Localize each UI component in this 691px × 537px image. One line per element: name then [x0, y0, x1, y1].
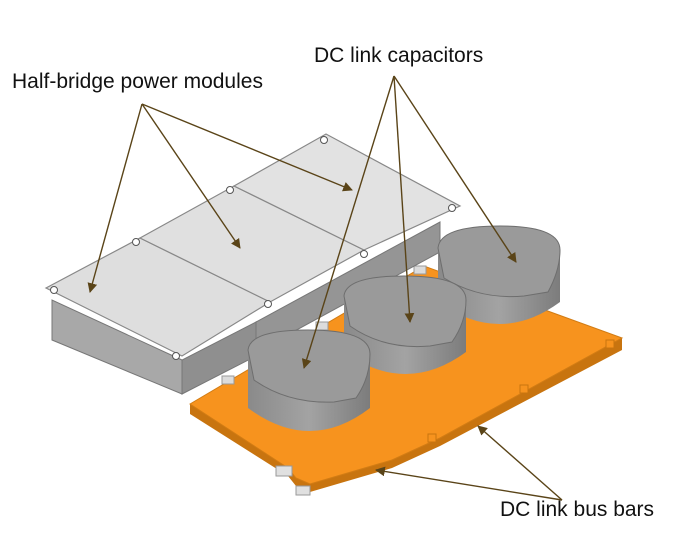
bus-bar-tab — [427, 433, 437, 443]
leader-line — [87, 103, 143, 293]
capacitor-1 — [437, 225, 561, 324]
bus-bar-terminal — [275, 465, 293, 477]
bus-bar-slot — [221, 375, 235, 385]
label-capacitors: DC link capacitors — [314, 44, 484, 67]
label-power-modules: Half-bridge power modules — [12, 70, 263, 93]
bus-bar-slot — [413, 265, 427, 275]
mount-hole — [132, 238, 140, 246]
mount-hole — [264, 300, 272, 308]
leader-lines — [87, 75, 563, 501]
label-bus-bars: DC link bus bars — [500, 498, 655, 521]
mount-hole — [50, 286, 58, 294]
bus-bar-tab — [519, 384, 529, 394]
capacitor-top — [343, 275, 467, 348]
bus-bar-tab — [605, 339, 615, 349]
leader-line — [141, 103, 241, 249]
mount-hole — [320, 136, 328, 144]
capacitor-3 — [247, 329, 371, 431]
leader-line — [141, 103, 353, 192]
mount-hole — [360, 250, 368, 258]
leader-line — [477, 425, 563, 501]
leader-line — [393, 75, 517, 263]
leader-line — [301, 75, 395, 369]
mount-hole — [172, 352, 180, 360]
leader-line — [393, 75, 415, 323]
leader-line — [375, 466, 563, 501]
mount-hole — [226, 186, 234, 194]
bus-bar-terminal — [295, 485, 311, 496]
capacitor-top — [437, 225, 561, 298]
capacitor-2 — [343, 275, 467, 374]
mount-hole — [448, 204, 456, 212]
